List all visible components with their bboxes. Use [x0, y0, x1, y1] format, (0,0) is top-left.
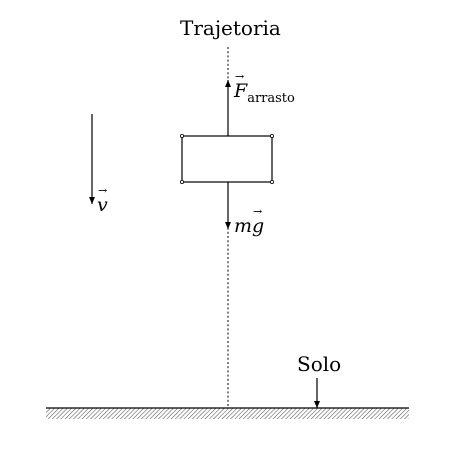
body-corner-marker: [269, 133, 274, 138]
body-corner-marker: [179, 179, 184, 184]
drag-force-symbol: F: [234, 71, 247, 101]
velocity-label: v: [97, 185, 108, 215]
weight-label: mg: [234, 206, 264, 237]
body-corner-marker: [269, 179, 274, 184]
gravity-symbol: g: [252, 206, 264, 236]
mass-symbol: m: [234, 215, 253, 237]
velocity-symbol: v: [97, 185, 108, 215]
ground-hatch: [46, 408, 409, 419]
trajectory-label: Trajetoria: [180, 16, 281, 40]
ground-label: Solo: [297, 352, 342, 376]
body-corner-marker: [179, 133, 184, 138]
falling-body: [181, 135, 273, 183]
drag-force-subscript: arrasto: [247, 91, 295, 106]
drag-force-label: Farrasto: [234, 71, 295, 105]
